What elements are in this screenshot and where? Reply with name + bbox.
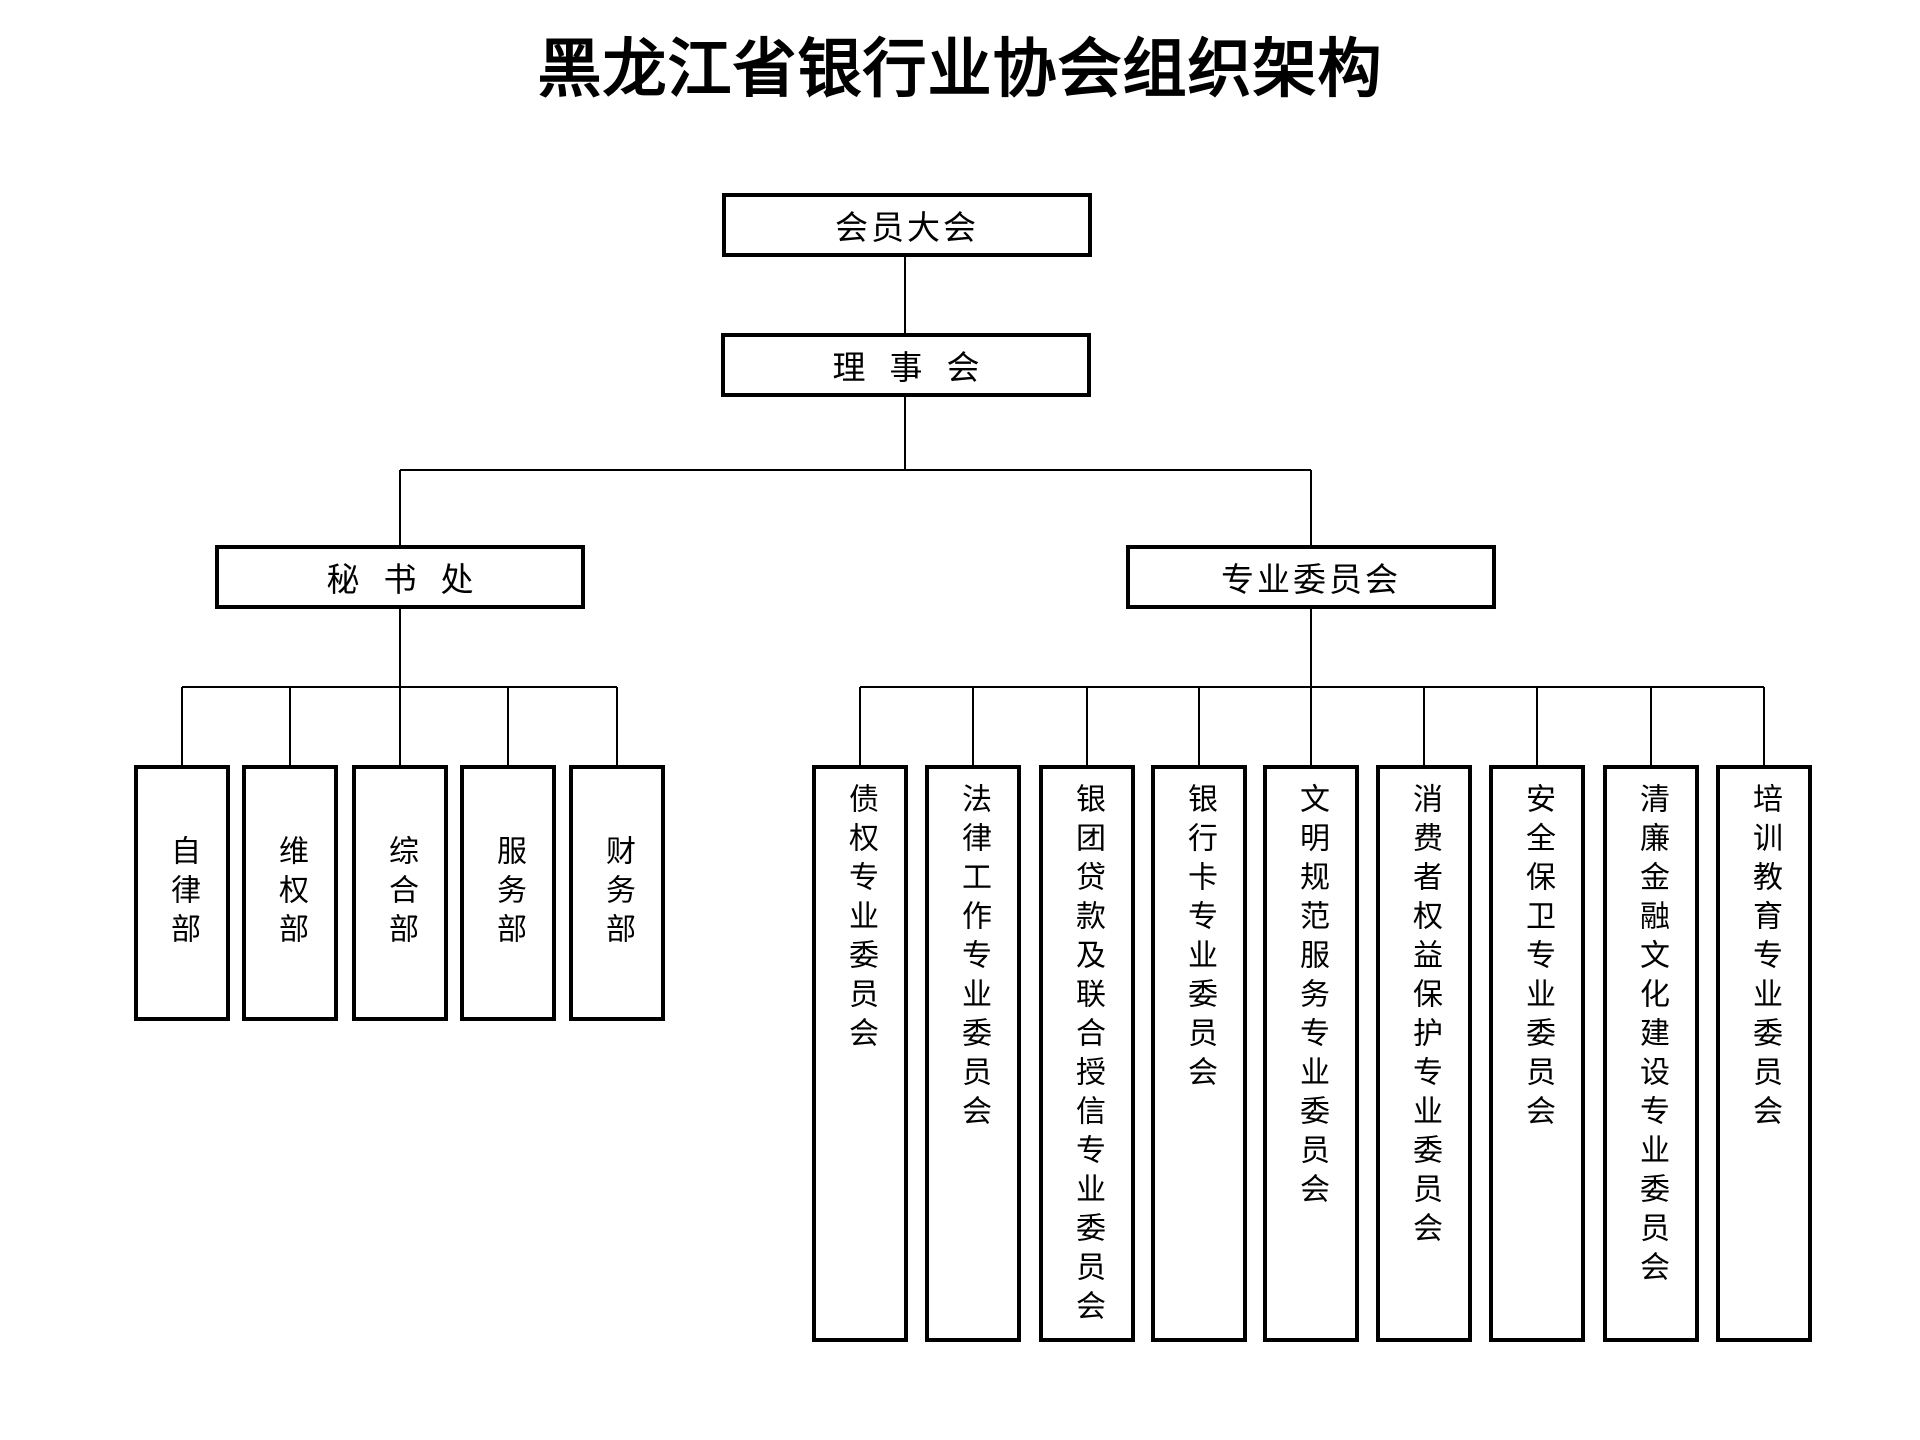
committee-label: 安全保卫专业委员会 <box>1520 783 1555 1134</box>
committee-label: 银团贷款及联合授信专业委员会 <box>1070 783 1105 1329</box>
professional-committees-box: 专业委员会 <box>1126 545 1496 609</box>
committee-box: 消费者权益保护专业委员会 <box>1376 765 1472 1342</box>
committee-label: 法律工作专业委员会 <box>956 783 991 1134</box>
committee-box: 文明规范服务专业委员会 <box>1263 765 1359 1342</box>
department-box: 自律部 <box>134 765 230 1021</box>
committee-label: 文明规范服务专业委员会 <box>1294 783 1329 1212</box>
committee-label: 银行卡专业委员会 <box>1182 783 1217 1095</box>
committee-label: 清廉金融文化建设专业委员会 <box>1634 783 1669 1290</box>
council-box: 理事会 <box>721 333 1091 397</box>
committee-label: 债权专业委员会 <box>843 783 878 1056</box>
general-assembly-label: 会员大会 <box>835 208 979 247</box>
department-label: 服务部 <box>491 834 526 952</box>
professional-committees-label: 专业委员会 <box>1221 560 1401 599</box>
committee-box: 培训教育专业委员会 <box>1716 765 1812 1342</box>
department-label: 自律部 <box>165 834 200 952</box>
department-box: 综合部 <box>352 765 448 1021</box>
department-label: 维权部 <box>273 834 308 952</box>
committee-label: 消费者权益保护专业委员会 <box>1407 783 1442 1251</box>
secretariat-label: 秘书处 <box>326 560 498 599</box>
committee-box: 银行卡专业委员会 <box>1151 765 1247 1342</box>
department-label: 综合部 <box>383 834 418 952</box>
committee-box: 安全保卫专业委员会 <box>1489 765 1585 1342</box>
department-box: 财务部 <box>569 765 665 1021</box>
committee-box: 法律工作专业委员会 <box>925 765 1021 1342</box>
general-assembly-box: 会员大会 <box>722 193 1092 257</box>
committee-box: 清廉金融文化建设专业委员会 <box>1603 765 1699 1342</box>
council-label: 理事会 <box>832 348 1004 387</box>
secretariat-box: 秘书处 <box>215 545 585 609</box>
department-box: 维权部 <box>242 765 338 1021</box>
department-label: 财务部 <box>600 834 635 952</box>
department-box: 服务部 <box>460 765 556 1021</box>
committee-box: 银团贷款及联合授信专业委员会 <box>1039 765 1135 1342</box>
chart-title: 黑龙江省银行业协会组织架构 <box>537 32 1383 107</box>
committee-label: 培训教育专业委员会 <box>1747 783 1782 1134</box>
committee-box: 债权专业委员会 <box>812 765 908 1342</box>
